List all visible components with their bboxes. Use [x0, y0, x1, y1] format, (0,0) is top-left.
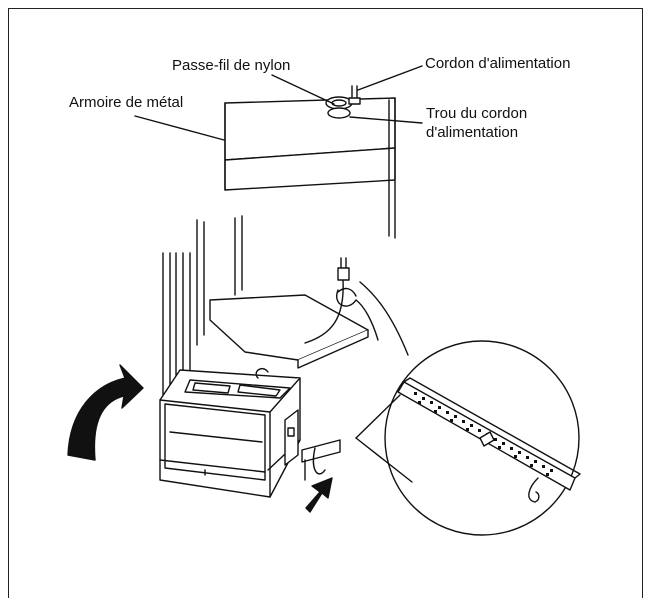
cord-hole-label-line1: Trou du cordon	[426, 105, 528, 122]
leader-lines	[134, 65, 423, 141]
metal-cabinet-label: Armoire de métal	[69, 94, 184, 111]
cord-hole-label-line2: d'alimentation	[426, 124, 519, 141]
cord-hole-icon	[325, 96, 353, 119]
power-cord-label: Cordon d'alimentation	[425, 55, 571, 72]
hand-icon	[304, 257, 409, 356]
power-cord-plug-icon	[348, 85, 361, 105]
detail-magnifier-icon	[355, 340, 581, 536]
bracket-icon	[301, 439, 341, 481]
nylon-grommet-label: Passe-fil de nylon	[172, 57, 291, 74]
microwave-icon	[159, 368, 301, 498]
diagram-border	[8, 8, 643, 598]
straight-arrow-icon	[305, 477, 333, 513]
curved-arrow-icon	[67, 364, 144, 461]
wall-cabinet-icon	[224, 97, 396, 239]
shelf-icon	[209, 294, 369, 369]
